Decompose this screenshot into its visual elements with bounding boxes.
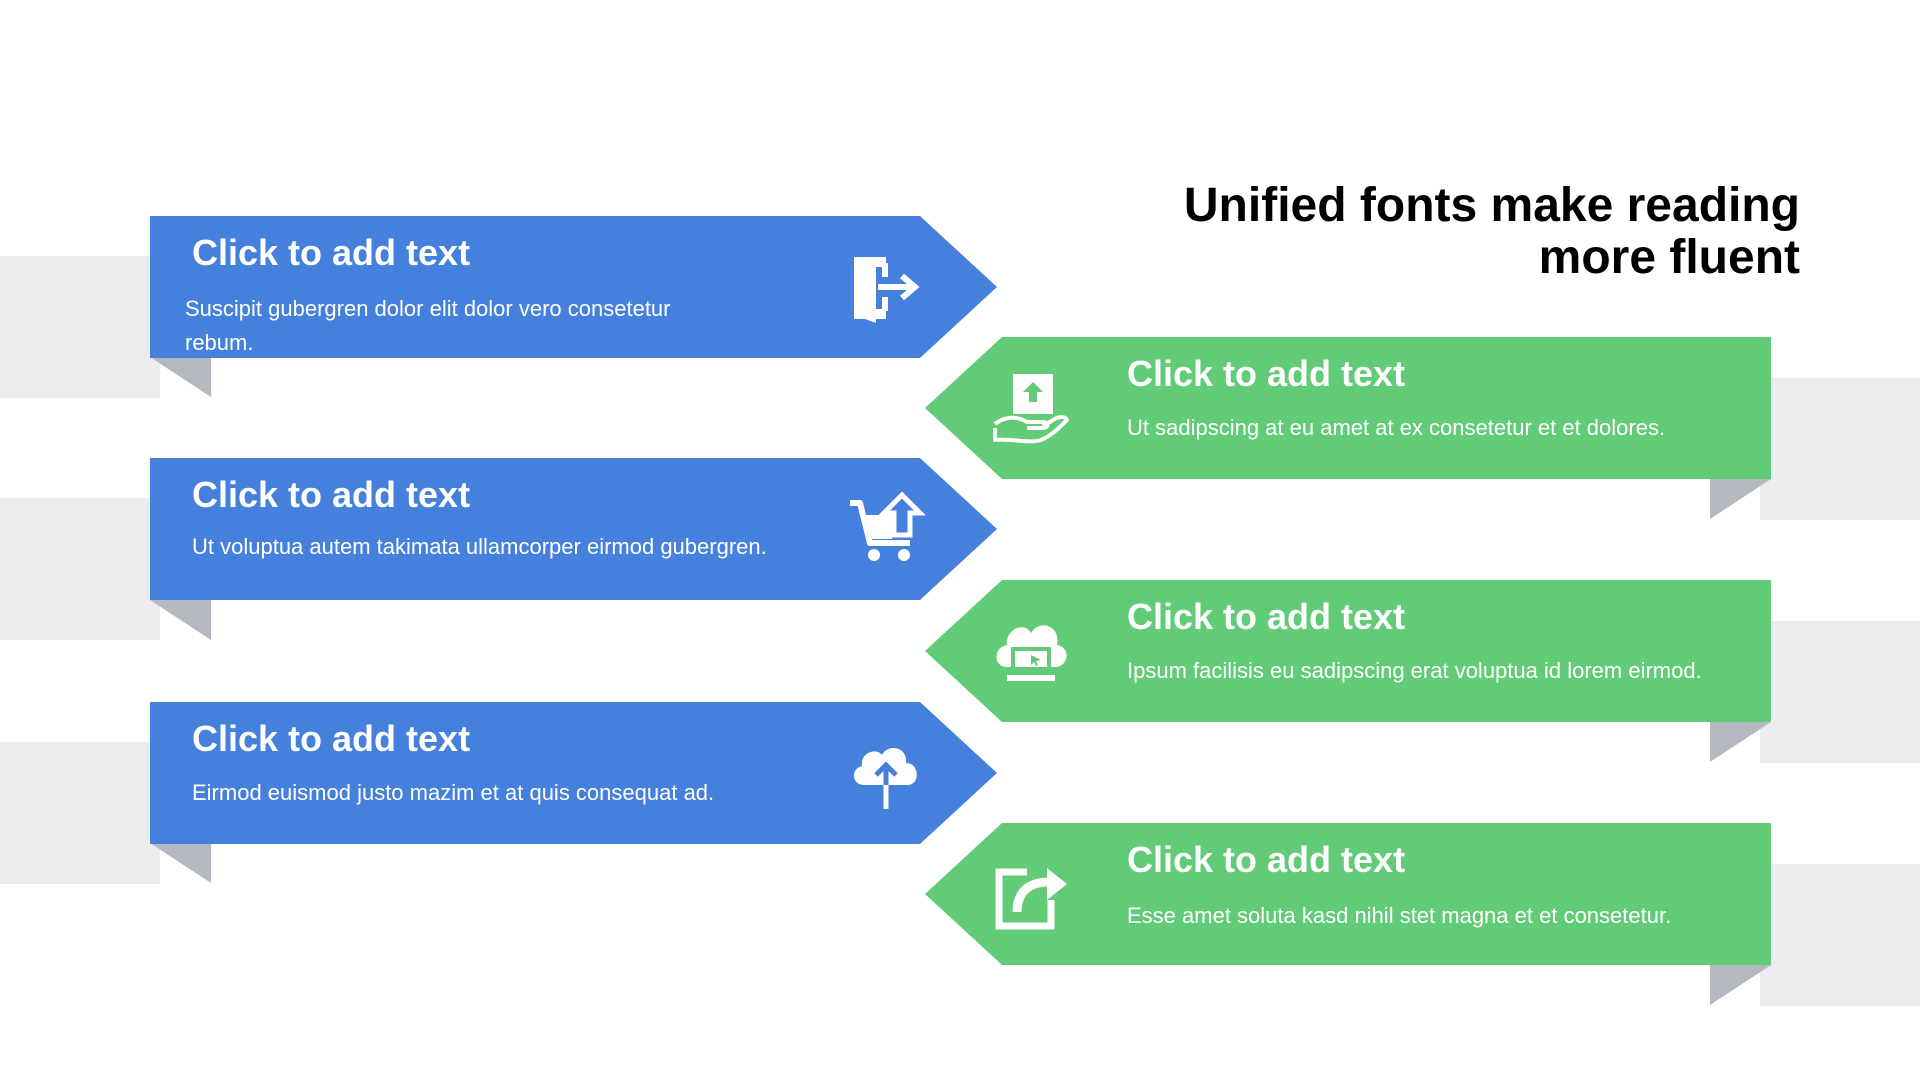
banner-arrow-shape [150,458,997,600]
item-heading[interactable]: Click to add text [1127,353,1406,394]
item-heading[interactable]: Click to add text [192,474,471,515]
item-text[interactable]: Ut sadipscing at eu amet at ex consetetu… [1127,415,1666,440]
banner-fold [1710,965,1771,1005]
item-text[interactable]: Suscipit gubergren dolor elit dolor vero… [185,296,671,355]
item-heading[interactable]: Click to add text [192,718,471,759]
cart-upload-icon [846,489,926,569]
band-background [1760,621,1920,763]
cloud-upload-icon [846,733,926,813]
band-background [0,256,160,398]
banner-arrow-shape [925,580,1771,722]
item-text[interactable]: Eirmod euismod justo mazim et at quis co… [192,780,715,805]
title-line-2: more fluent [1538,231,1800,284]
band-background [1760,378,1920,520]
band-background [0,742,160,884]
banner-fold [150,600,211,640]
band-background [1760,864,1920,1006]
banner-fold [150,843,211,883]
item-heading[interactable]: Click to add text [1127,839,1406,880]
item-heading[interactable]: Click to add text [1127,596,1406,637]
band-background [0,498,160,640]
banner-item-3[interactable]: Click to add text Ut voluptua autem taki… [150,458,997,600]
banner-item-5[interactable]: Click to add text Eirmod euismod justo m… [150,702,997,844]
title-line-1: Unified fonts make reading [1183,179,1800,232]
banner-arrow-shape [150,702,997,844]
cloud-laptop-icon [991,611,1071,691]
banner-item-2[interactable]: Click to add text Ut sadipscing at eu am… [925,337,1771,479]
banner-arrow-shape [925,823,1771,965]
banner-arrow-shape [150,216,997,358]
banner-fold [150,357,211,397]
item-text[interactable]: Ut voluptua autem takimata ullamcorper e… [192,534,767,559]
exit-door-icon [846,247,926,327]
item-text[interactable]: Esse amet soluta kasd nihil stet magna e… [1127,903,1672,928]
hand-upload-icon [991,368,1071,448]
banner-arrow-shape [925,337,1771,479]
item-heading[interactable]: Click to add text [192,232,471,273]
page-title: Unified fonts make reading more fluent [1040,180,1800,284]
banner-item-4[interactable]: Click to add text Ipsum facilisis eu sad… [925,580,1771,722]
banner-item-6[interactable]: Click to add text Esse amet soluta kasd … [925,823,1771,965]
item-text[interactable]: Ipsum facilisis eu sadipscing erat volup… [1127,658,1702,683]
share-export-icon [991,854,1071,934]
banner-item-1[interactable]: Click to add text Suscipit gubergren dol… [150,216,997,358]
banner-fold [1710,722,1771,762]
banner-fold [1710,479,1771,519]
